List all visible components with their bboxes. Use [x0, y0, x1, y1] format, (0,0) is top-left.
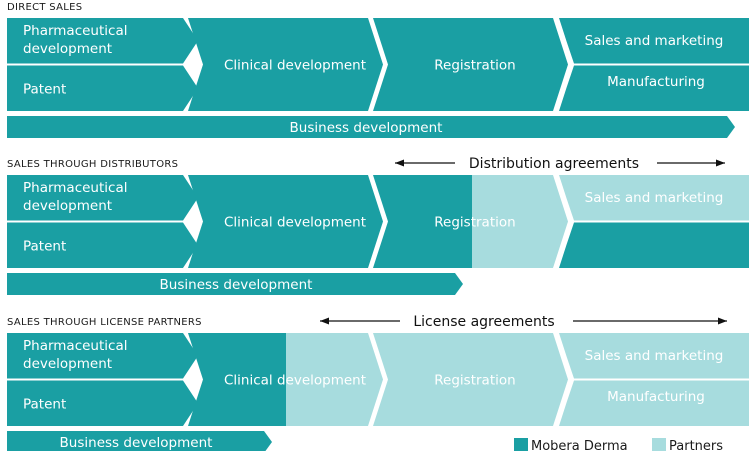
stage-sales-marketing [559, 175, 749, 221]
legend-swatch [514, 438, 528, 451]
stage-label: development [23, 41, 112, 57]
business-development-bar [7, 116, 735, 138]
stage-label: Sales and marketing [585, 190, 724, 206]
business-development-label: Business development [60, 435, 213, 451]
legend-label: Mobera Derma [531, 439, 628, 451]
business-development-bar [7, 431, 272, 451]
stage-label: Pharmaceutical [23, 338, 127, 354]
stage-label: Registration [434, 215, 515, 231]
stage-patent [7, 380, 198, 426]
stage-label: Clinical development [224, 215, 366, 231]
stage-label: Pharmaceutical [23, 180, 127, 196]
stage-label: Manufacturing [607, 74, 705, 90]
section-1: SALES THROUGH DISTRIBUTORS Distribution a… [7, 156, 749, 295]
stage-clinical [188, 175, 383, 268]
business-development-label: Business development [290, 120, 443, 136]
stage-label: Manufacturing [607, 389, 705, 405]
legend: Mobera Derma Partners [514, 438, 723, 451]
stage-label: Registration [434, 58, 515, 74]
stage-sales-marketing [559, 18, 749, 64]
stage-label: Sales and marketing [585, 33, 724, 49]
agreement-arrow-right-head [716, 159, 725, 167]
stage-clinical [188, 18, 383, 111]
business-development-bar [7, 273, 463, 295]
stage-label: development [23, 198, 112, 214]
section-2: SALES THROUGH LICENSE PARTNERS License ag… [7, 314, 749, 451]
stage-registration-partner-part [472, 175, 568, 268]
stage-patent [7, 222, 198, 268]
business-development-label: Business development [160, 277, 313, 293]
stage-registration-mobera-part [373, 175, 472, 268]
agreement-arrow-right-head [718, 317, 727, 325]
stage-pharma [7, 175, 198, 221]
stage-patent [7, 65, 198, 111]
stage-label: Patent [23, 397, 66, 413]
stage-manufacturing [559, 65, 749, 111]
stage-registration [373, 333, 568, 426]
stage-label: Registration [434, 373, 515, 389]
stage-pharma [7, 333, 198, 379]
agreement-arrow-left-head [395, 159, 404, 167]
stage-label: Pharmaceutical [23, 23, 127, 39]
section-heading: DIRECT SALES [7, 2, 82, 13]
stage-manufacturing [559, 222, 749, 268]
section-heading: SALES THROUGH DISTRIBUTORS [7, 159, 178, 170]
stage-pharma [7, 18, 198, 64]
stage-manufacturing [559, 380, 749, 426]
stage-label: Clinical development [224, 58, 366, 74]
section-0: DIRECT SALES Pharmaceutical developmentPat… [7, 2, 749, 138]
legend-label: Partners [669, 439, 723, 451]
agreement-label: Distribution agreements [469, 156, 639, 172]
stage-label: development [23, 356, 112, 372]
stage-label: Patent [23, 239, 66, 255]
stage-clinical-partner-part [286, 333, 383, 426]
legend-swatch [652, 438, 666, 451]
stage-registration [373, 18, 568, 111]
stage-clinical-mobera-part [188, 333, 286, 426]
stage-label: Sales and marketing [585, 348, 724, 364]
agreement-arrow-left-head [320, 317, 329, 325]
stage-label: Clinical development [224, 373, 366, 389]
stage-sales-marketing [559, 333, 749, 379]
agreement-label: License agreements [413, 314, 554, 330]
stage-label: Patent [23, 82, 66, 98]
section-heading: SALES THROUGH LICENSE PARTNERS [7, 317, 202, 328]
